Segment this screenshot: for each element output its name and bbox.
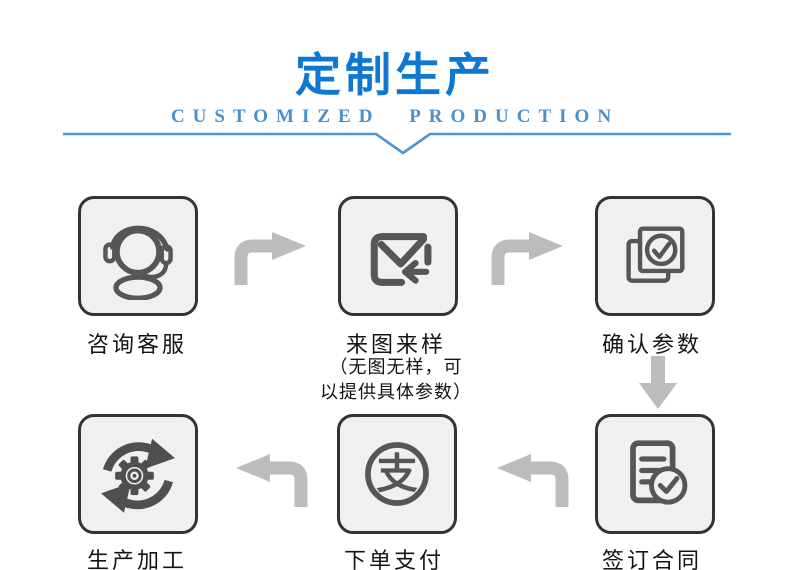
arrow-samples-to-confirm (491, 232, 563, 285)
divider-line-chevron (63, 132, 731, 155)
page-title: 定制生产 (295, 49, 495, 101)
step-confirm-label: 确认参数 (601, 332, 702, 357)
step-contract-label: 签订合同 (601, 548, 702, 570)
documents-check-icon (626, 226, 685, 283)
arrow-pay-to-produce (236, 454, 308, 507)
step-confirm-box (595, 196, 715, 316)
incoming-mail-icon (370, 233, 432, 286)
step-produce-box (78, 414, 198, 534)
step-consult-box (78, 196, 198, 316)
arrow-confirm-to-contract (639, 356, 677, 409)
gear-glyph (115, 456, 154, 496)
step-samples-note-line2: 以提供具体参数） (320, 382, 472, 402)
step-samples-note-line1: （无图无样，可 (329, 357, 463, 377)
production-gears-icon (101, 438, 175, 513)
page-subtitle: CUSTOMIZED PRODUCTION (170, 106, 620, 127)
step-consult-label: 咨询客服 (86, 332, 187, 357)
step-samples-box (338, 196, 458, 316)
arrow-contract-to-pay (497, 454, 569, 507)
arrow-consult-to-samples (234, 232, 306, 285)
step-pay-label: 下单支付 (343, 548, 444, 570)
alipay-char: 支 (376, 451, 418, 497)
step-samples-label: 来图来样 (345, 332, 446, 357)
contract-check-icon (630, 440, 688, 505)
alipay-pay-icon: 支 (365, 442, 429, 506)
step-pay-box: 支 (337, 414, 457, 534)
step-produce-label: 生产加工 (86, 548, 187, 570)
headset-icon (103, 225, 173, 300)
step-contract-box (595, 414, 715, 534)
